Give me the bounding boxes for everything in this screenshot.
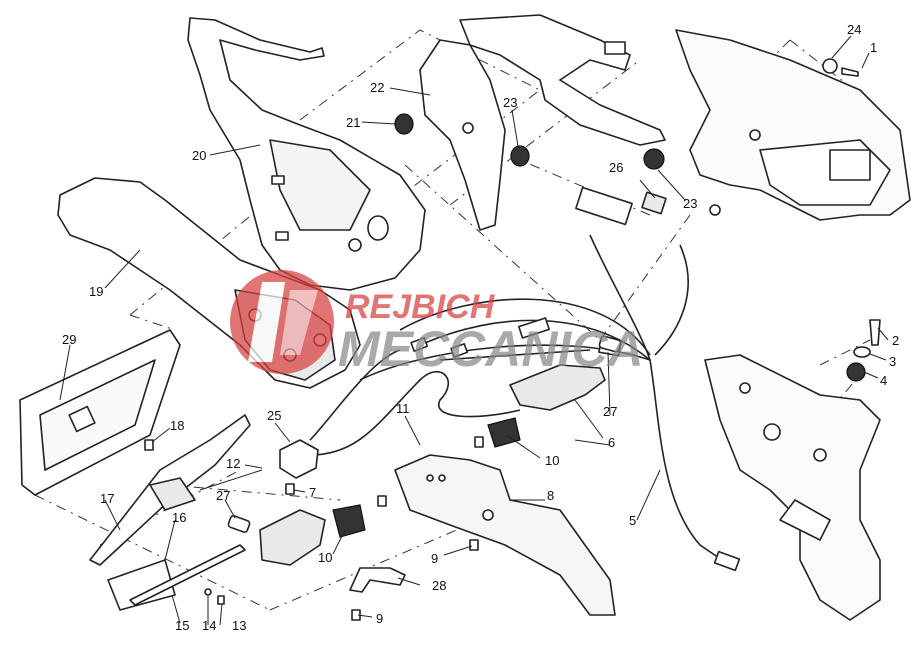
callout-4: 4 bbox=[880, 373, 887, 388]
bolt-2 bbox=[869, 319, 881, 346]
washer-24 bbox=[822, 58, 838, 74]
callout-25: 25 bbox=[267, 408, 281, 423]
wire-12 bbox=[199, 469, 263, 491]
callout-1: 1 bbox=[870, 40, 877, 55]
watermark-line1: REJBICH bbox=[345, 288, 496, 326]
callout-10a: 10 bbox=[318, 550, 332, 565]
callout-20: 20 bbox=[192, 148, 206, 163]
callout-29: 29 bbox=[62, 332, 76, 347]
upper-tail-piece bbox=[419, 14, 666, 231]
callout-leaders bbox=[59, 35, 889, 626]
washer-3 bbox=[853, 346, 871, 358]
callout-19: 19 bbox=[89, 284, 103, 299]
rear-frame-lower-right bbox=[704, 354, 881, 621]
grommet-23b bbox=[643, 148, 665, 170]
rear-frame-bracket bbox=[187, 17, 426, 291]
callout-13: 13 bbox=[232, 618, 246, 633]
callout-14: 14 bbox=[202, 618, 216, 633]
bulb-27b bbox=[227, 514, 251, 534]
callout-10b: 10 bbox=[545, 453, 559, 468]
turn-indicator-right bbox=[487, 364, 606, 448]
callout-22: 22 bbox=[370, 80, 384, 95]
callout-26: 26 bbox=[609, 160, 623, 175]
grommet-23a bbox=[510, 145, 530, 167]
callout-numbers: 1 2 3 4 5 6 7 8 9 9 10 10 11 12 13 14 15… bbox=[62, 22, 899, 633]
callout-21: 21 bbox=[346, 115, 360, 130]
screws bbox=[285, 436, 484, 621]
callout-5: 5 bbox=[629, 513, 636, 528]
callout-27b: 27 bbox=[216, 488, 230, 503]
screw-13-14 bbox=[204, 588, 225, 605]
connector-26 bbox=[575, 186, 667, 226]
license-plate-holder-29 bbox=[19, 329, 181, 496]
callout-8: 8 bbox=[547, 488, 554, 503]
screw-1 bbox=[841, 67, 859, 77]
callout-27a: 27 bbox=[603, 404, 617, 419]
callout-17: 17 bbox=[100, 491, 114, 506]
bulb-27a bbox=[598, 335, 622, 353]
callout-15: 15 bbox=[175, 618, 189, 633]
reflector-16 bbox=[107, 544, 246, 611]
callout-18: 18 bbox=[170, 418, 184, 433]
callout-23a: 23 bbox=[503, 95, 517, 110]
callout-9a: 9 bbox=[431, 551, 438, 566]
turn-indicator-left bbox=[259, 439, 366, 566]
callout-23b: 23 bbox=[683, 196, 697, 211]
callout-16: 16 bbox=[172, 510, 186, 525]
grommet-4 bbox=[846, 362, 866, 382]
watermark-logo-stroke bbox=[248, 282, 285, 362]
callout-24: 24 bbox=[847, 22, 861, 37]
watermark-line2: MECCANICA bbox=[338, 321, 644, 377]
callout-6: 6 bbox=[608, 435, 615, 450]
part-6-wire-end bbox=[574, 439, 611, 446]
license-bracket-8 bbox=[394, 454, 616, 616]
callout-11: 11 bbox=[396, 401, 410, 416]
bracket-28 bbox=[349, 567, 406, 593]
tail-section-right bbox=[675, 29, 911, 221]
callout-9b: 9 bbox=[376, 611, 383, 626]
callout-3: 3 bbox=[889, 354, 896, 369]
callout-2: 2 bbox=[892, 333, 899, 348]
plate-arm-17 bbox=[89, 414, 251, 566]
callout-28: 28 bbox=[432, 578, 446, 593]
grommet-21 bbox=[394, 113, 414, 135]
callout-12: 12 bbox=[226, 456, 240, 471]
watermark: REJBICH MECCANICA bbox=[230, 270, 644, 377]
callout-7: 7 bbox=[309, 485, 316, 500]
